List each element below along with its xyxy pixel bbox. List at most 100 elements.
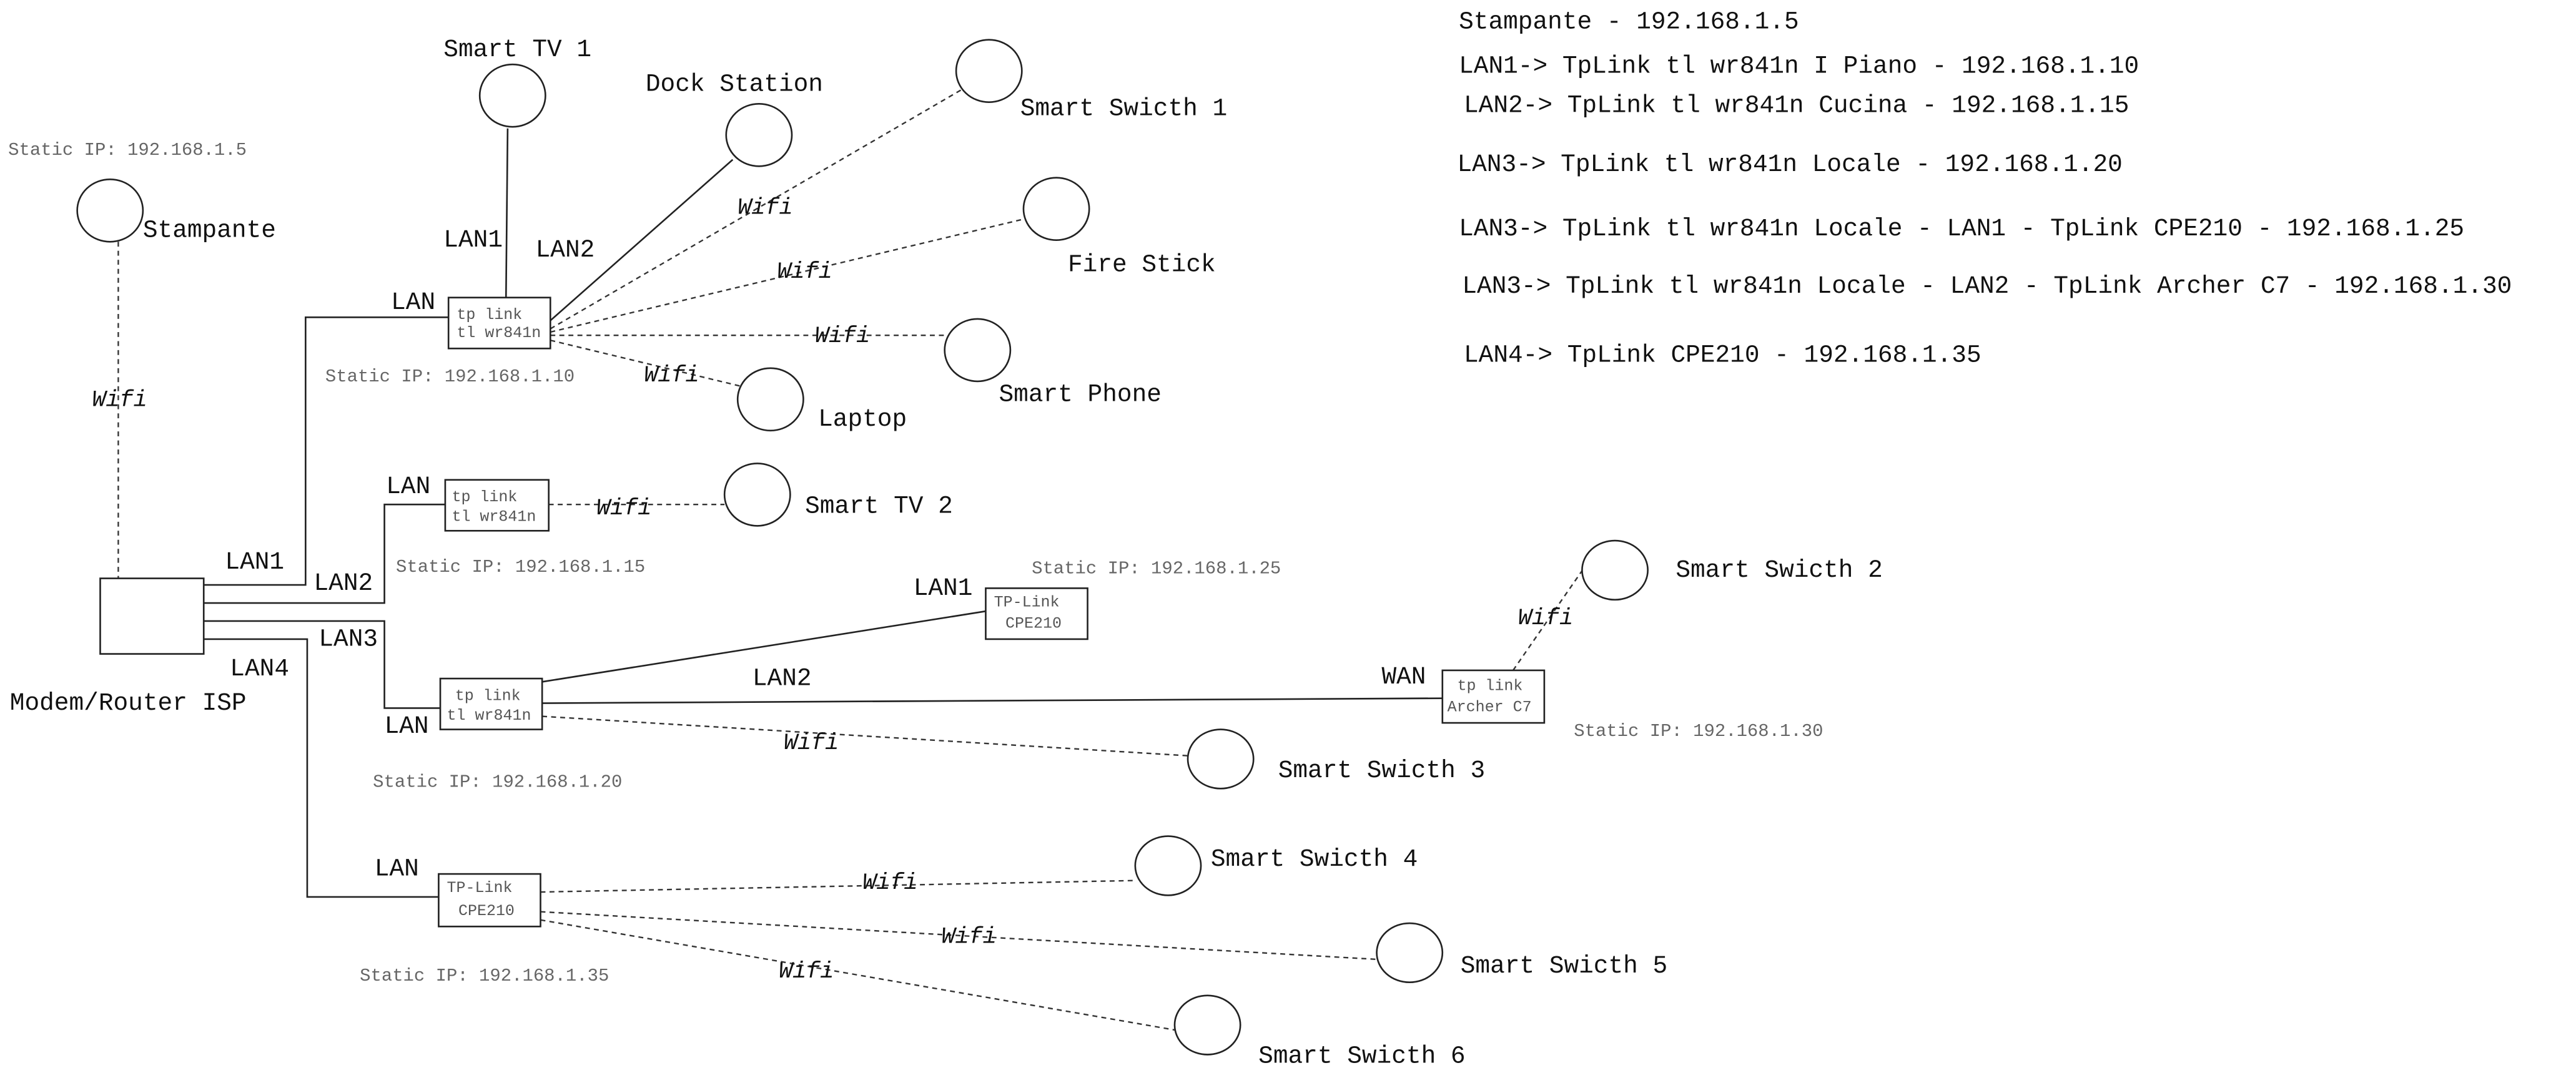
node-smart-switch-4[interactable] bbox=[1134, 835, 1202, 896]
router-2-line1: tp link bbox=[452, 488, 517, 506]
node-router-3[interactable] bbox=[439, 677, 543, 730]
wifi-smart-switch-4 bbox=[540, 879, 1135, 893]
wifi-label: Wifi bbox=[779, 959, 834, 985]
router-2-line2: tl wr841n bbox=[452, 508, 536, 526]
wifi-labels: Wifi Wifi Wifi Wifi Wifi Wifi Wifi Wifi … bbox=[92, 195, 1573, 985]
node-laptop[interactable] bbox=[736, 367, 804, 432]
port-lan4: LAN4 bbox=[230, 655, 289, 683]
archer-line2: Archer C7 bbox=[1448, 698, 1532, 717]
link-lan4 bbox=[204, 638, 439, 898]
static-ip-labels: Static IP: 192.168.1.5 Static IP: 192.16… bbox=[8, 140, 1823, 986]
wifi-smart-switch-3 bbox=[542, 715, 1188, 757]
link-lan3 bbox=[204, 620, 441, 709]
wifi-label: Wifi bbox=[738, 195, 792, 222]
port-r1-lan2: LAN2 bbox=[536, 236, 595, 264]
port-cpe-lan: LAN bbox=[375, 855, 419, 883]
wifi-label: Wifi bbox=[815, 323, 870, 350]
wifi-smart-switch-1 bbox=[550, 88, 964, 330]
port-lan1: LAN1 bbox=[225, 548, 284, 576]
legend-line: LAN3-> TpLink tl wr841n Locale - LAN2 - … bbox=[1462, 272, 2512, 300]
port-archer-wan: WAN bbox=[1381, 663, 1426, 691]
label-dock-station: Dock Station bbox=[646, 70, 823, 98]
port-labels: LAN1 LAN2 LAN3 LAN4 LAN LAN LAN LAN LAN1… bbox=[225, 226, 1426, 883]
port-r1-lan1: LAN1 bbox=[443, 226, 503, 254]
node-dock-station[interactable] bbox=[725, 102, 793, 167]
label-smart-switch-4: Smart Swicth 4 bbox=[1211, 845, 1418, 873]
router-3-line1: tp link bbox=[455, 687, 521, 705]
port-lan2: LAN2 bbox=[313, 569, 373, 597]
wifi-label: Wifi bbox=[1518, 605, 1573, 632]
link-lan2 bbox=[204, 503, 445, 604]
ip-stampante: Static IP: 192.168.1.5 bbox=[8, 140, 247, 160]
node-smart-tv-2[interactable] bbox=[723, 463, 791, 527]
device-nodes bbox=[76, 39, 1649, 1056]
wifi-label: Wifi bbox=[596, 496, 651, 522]
node-smart-phone[interactable] bbox=[944, 318, 1012, 383]
port-r2-lan: LAN bbox=[386, 473, 430, 501]
link-archer bbox=[542, 697, 1443, 704]
cpe-top-line2: CPE210 bbox=[1005, 615, 1062, 633]
legend-line: LAN2-> TpLink tl wr841n Cucina - 192.168… bbox=[1464, 91, 2129, 119]
archer-line1: tp link bbox=[1457, 677, 1522, 695]
node-router-2[interactable] bbox=[444, 479, 550, 532]
legend-line: LAN3-> TpLink tl wr841n Locale - 192.168… bbox=[1457, 150, 2122, 179]
wifi-smart-switch-6 bbox=[540, 919, 1175, 1031]
node-stampante[interactable] bbox=[76, 178, 144, 243]
node-cpe-bottom[interactable] bbox=[438, 873, 541, 928]
port-r3-lan2: LAN2 bbox=[753, 665, 812, 693]
port-r3-lan1: LAN1 bbox=[914, 574, 973, 602]
node-smart-switch-2[interactable] bbox=[1581, 539, 1649, 601]
wifi-label: Wifi bbox=[777, 259, 832, 285]
cpe-top-line1: TP-Link bbox=[994, 593, 1060, 611]
label-fire-stick: Fire Stick bbox=[1068, 251, 1216, 279]
ip-cpe-top: Static IP: 192.168.1.25 bbox=[1032, 559, 1281, 579]
node-smart-switch-1[interactable] bbox=[955, 39, 1023, 103]
box-labels: tp link tl wr841n tp link tl wr841n tp l… bbox=[447, 306, 1532, 920]
node-fire-stick[interactable] bbox=[1022, 177, 1090, 241]
node-cpe-top[interactable] bbox=[985, 587, 1088, 640]
wifi-label: Wifi bbox=[784, 730, 839, 757]
ip-legend: Stampante - 192.168.1.5 LAN1-> TpLink tl… bbox=[1457, 7, 2512, 369]
label-smart-tv-1: Smart TV 1 bbox=[443, 36, 591, 64]
label-smart-switch-3: Smart Swicth 3 bbox=[1278, 757, 1485, 785]
node-smart-switch-3[interactable] bbox=[1187, 728, 1255, 790]
label-modem: Modem/Router ISP bbox=[10, 689, 247, 717]
wifi-label: Wifi bbox=[644, 363, 699, 389]
port-r3-lan: LAN bbox=[385, 712, 429, 740]
label-smart-tv-2: Smart TV 2 bbox=[805, 492, 953, 520]
wifi-label: Wifi bbox=[862, 870, 917, 896]
wifi-laptop bbox=[550, 339, 741, 387]
label-smart-switch-5: Smart Swicth 5 bbox=[1461, 952, 1667, 980]
label-smart-switch-6: Smart Swicth 6 bbox=[1258, 1042, 1465, 1071]
wired-links bbox=[204, 128, 1443, 898]
label-stampante: Stampante bbox=[143, 216, 276, 244]
node-modem[interactable] bbox=[99, 577, 205, 655]
ip-archer: Static IP: 192.168.1.30 bbox=[1574, 721, 1823, 742]
port-lan3: LAN3 bbox=[318, 625, 378, 653]
wifi-smart-switch-2 bbox=[1512, 563, 1588, 671]
node-smart-tv-1[interactable] bbox=[478, 63, 546, 128]
label-laptop: Laptop bbox=[818, 405, 907, 433]
router-3-line2: tl wr841n bbox=[447, 707, 531, 725]
device-labels: Stampante Smart TV 1 Dock Station Smart … bbox=[10, 36, 1883, 1071]
link-dock-station bbox=[550, 159, 734, 321]
ip-router-3: Static IP: 192.168.1.20 bbox=[373, 772, 622, 793]
port-r1-lan: LAN bbox=[391, 288, 435, 316]
router-1-line1: tp link bbox=[456, 306, 522, 324]
link-cpe-top bbox=[541, 610, 986, 683]
link-smart-tv-1 bbox=[505, 128, 509, 298]
node-archer[interactable] bbox=[1441, 669, 1546, 724]
legend-line: Stampante - 192.168.1.5 bbox=[1459, 7, 1799, 36]
ip-router-1: Static IP: 192.168.1.10 bbox=[325, 366, 575, 387]
legend-line: LAN1-> TpLink tl wr841n I Piano - 192.16… bbox=[1459, 52, 2139, 80]
label-smart-phone: Smart Phone bbox=[999, 380, 1161, 408]
link-lan1 bbox=[204, 316, 449, 586]
node-smart-switch-5[interactable] bbox=[1376, 922, 1444, 984]
cpe-bottom-line1: TP-Link bbox=[447, 879, 513, 897]
node-router-1[interactable] bbox=[447, 296, 551, 350]
wifi-label: Wifi bbox=[941, 924, 996, 951]
node-smart-switch-6[interactable] bbox=[1173, 994, 1241, 1056]
label-smart-switch-1: Smart Swicth 1 bbox=[1020, 95, 1227, 123]
label-smart-switch-2: Smart Swicth 2 bbox=[1675, 556, 1882, 584]
